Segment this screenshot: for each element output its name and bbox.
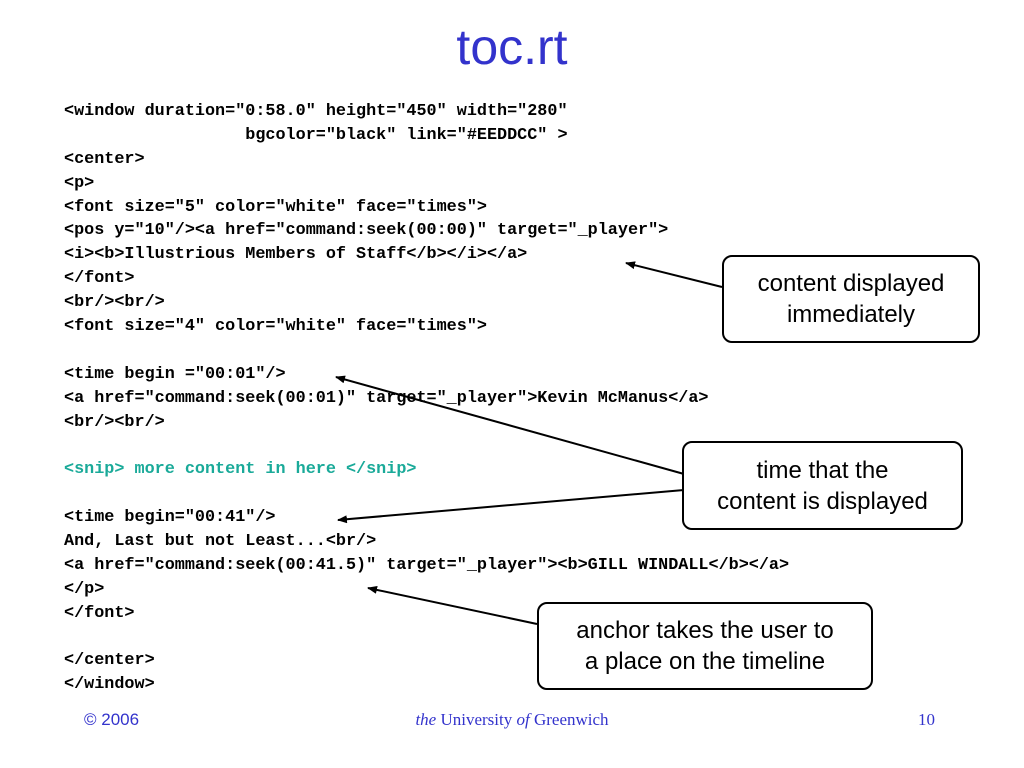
code-line: <font size="5" color="white" face="times… (64, 197, 487, 217)
code-line: </window> (64, 675, 155, 695)
callout-line: content displayed (757, 270, 945, 297)
code-line: <p> (64, 173, 95, 193)
code-line: bgcolor="black" link="#EEDDCC" > (64, 125, 568, 145)
callout-line: immediately (786, 301, 916, 328)
arrow-immediately (625, 261, 723, 288)
footer-org-greenwich: Greenwich (529, 710, 609, 729)
code-line: <i><b>Illustrious Members of Staff</b></… (64, 245, 528, 265)
code-line: </font> (64, 269, 135, 289)
callout-content-displayed-immediately: content displayed immediately (722, 255, 980, 343)
code-line: </font> (64, 603, 135, 623)
code-line: <font size="4" color="white" face="times… (64, 317, 487, 337)
code-line: <center> (64, 149, 145, 169)
code-line: <a href="command:seek(00:01)" target="_p… (64, 388, 709, 408)
footer-copyright: © 2006 (84, 710, 140, 729)
code-line: And, Last but not Least...<br/> (64, 532, 377, 552)
code-line: <pos y="10"/><a href="command:seek(00:00… (64, 221, 669, 241)
arrow-time-begin-2 (337, 489, 685, 524)
callout-line: content is displayed (717, 487, 928, 515)
code-line: <time begin="00:41"/> (64, 508, 276, 528)
code-line: <window duration="0:58.0" height="450" w… (64, 102, 568, 121)
callout-time-displayed: time that the content is displayed (682, 441, 963, 530)
code-line: <br/><br/> (64, 412, 165, 432)
code-listing: <window duration="0:58.0" height="450" w… (64, 100, 789, 697)
footer-org-the: the (415, 710, 437, 729)
callout-anchor-timeline: anchor takes the user to a place on the … (537, 602, 873, 690)
code-line: <time begin ="00:01"/> (64, 364, 286, 384)
callout-line: anchor takes the user to (576, 617, 834, 644)
callout-line: time that the (756, 456, 889, 484)
callout-line: a place on the timeline (584, 648, 826, 675)
footer-page-number: 10 (918, 710, 935, 729)
code-line: </p> (64, 579, 105, 599)
code-line: <a href="command:seek(00:41.5)" target="… (64, 555, 790, 575)
arrow-time-begin-1 (335, 375, 685, 475)
footer-org-of: of (516, 710, 530, 729)
code-line: </center> (64, 651, 155, 671)
footer-organization: the University of Greenwich (0, 710, 1024, 730)
footer-org-university: University (436, 710, 517, 729)
arrow-anchor (367, 585, 538, 625)
code-line-snip: <snip> more content in here </snip> (64, 460, 417, 480)
slide-title: toc.rt (456, 19, 568, 75)
code-line: <br/><br/> (64, 293, 165, 313)
